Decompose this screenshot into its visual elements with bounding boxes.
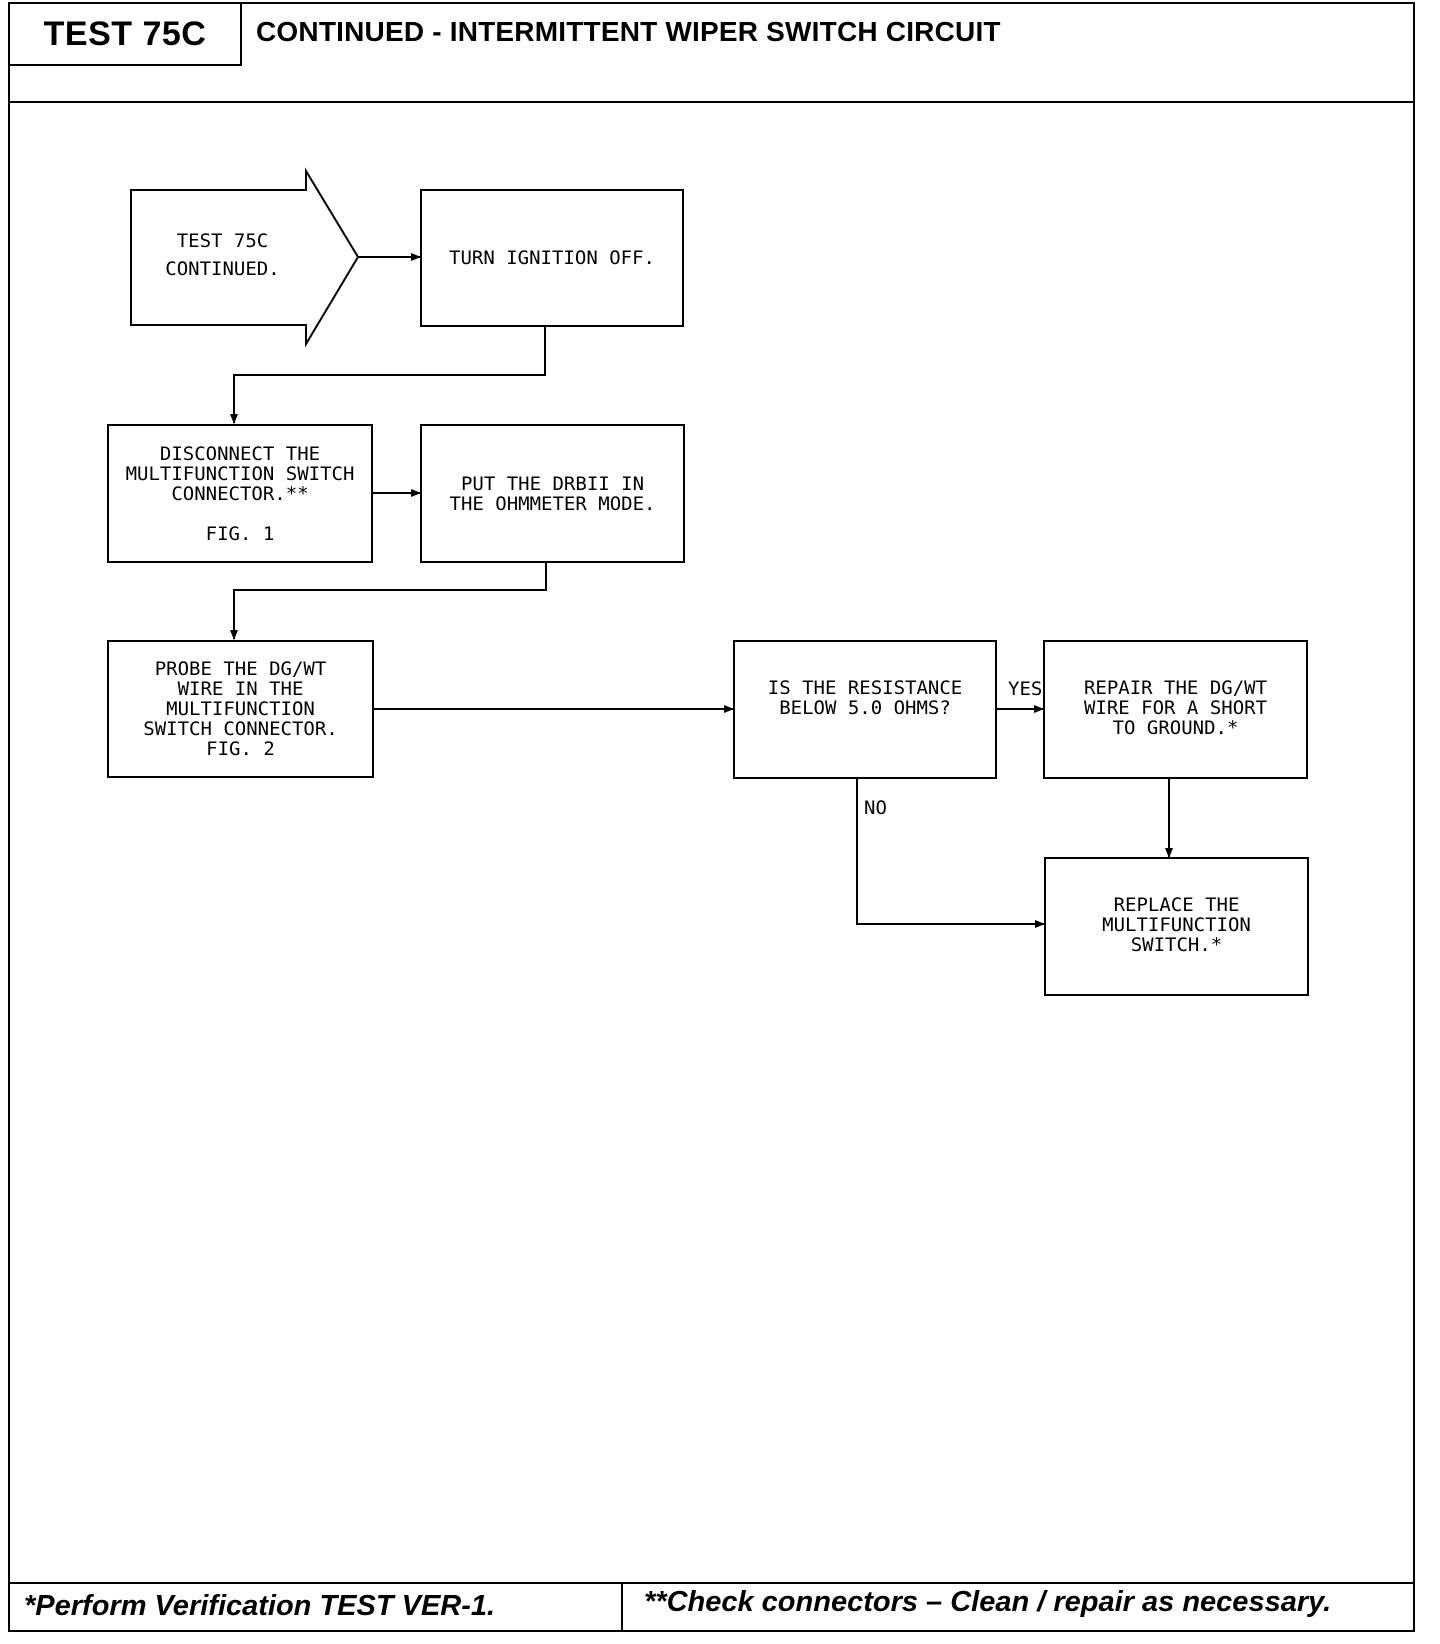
drbii-line-1: PUT THE DRBII IN xyxy=(460,472,645,495)
probe-line-3: MULTIFUNCTION xyxy=(166,698,315,720)
step-turn-ignition-off: TURN IGNITION OFF. xyxy=(420,189,684,327)
probe-fig-ref: FIG. 2 xyxy=(206,738,275,760)
start-line-2: CONTINUED. xyxy=(165,258,280,280)
step-disconnect-connector: DISCONNECT THE MULTIFUNCTION SWITCH CONN… xyxy=(107,424,373,563)
step-repair-wire: REPAIR THE DG/WT WIRE FOR A SHORT TO GRO… xyxy=(1043,640,1308,779)
connector-drbii-probe xyxy=(230,562,547,640)
drbii-line-2: THE OHMMETER MODE. xyxy=(449,492,656,515)
connector-no xyxy=(856,778,1045,928)
replace-line-3: SWITCH.* xyxy=(1130,934,1223,956)
probe-line-1: PROBE THE DG/WT xyxy=(154,658,327,680)
no-label: NO xyxy=(864,797,887,819)
step-replace-switch: REPLACE THE MULTIFUNCTION SWITCH.* xyxy=(1044,857,1309,996)
footer-column-divider xyxy=(621,1582,623,1630)
disconnect-fig-ref: FIG. 1 xyxy=(205,522,275,545)
replace-line-2: MULTIFUNCTION xyxy=(1102,914,1251,936)
disconnect-line-3: CONNECTOR.** xyxy=(171,482,309,505)
flow-start: TEST 75C CONTINUED. xyxy=(140,200,305,310)
footer-note-connectors: **Check connectors – Clean / repair as n… xyxy=(644,1586,1332,1618)
page-title: CONTINUED - INTERMITTENT WIPER SWITCH CI… xyxy=(256,16,1001,47)
repair-line-1: REPAIR THE DG/WT xyxy=(1083,677,1268,699)
question-line-2: BELOW 5.0 OHMS? xyxy=(779,697,951,719)
probe-line-2: WIRE IN THE xyxy=(177,678,304,700)
step-probe-wire: PROBE THE DG/WT WIRE IN THE MULTIFUNCTIO… xyxy=(107,640,374,778)
disconnect-line-1: DISCONNECT THE xyxy=(159,442,321,465)
page-border xyxy=(8,2,1415,1632)
step-drbii-ohmmeter: PUT THE DRBII IN THE OHMMETER MODE. xyxy=(420,424,685,563)
question-line-1: IS THE RESISTANCE xyxy=(767,677,963,699)
header-divider xyxy=(10,101,1413,103)
repair-line-2: WIRE FOR A SHORT xyxy=(1083,697,1268,719)
footer-divider xyxy=(10,1582,1413,1584)
probe-line-4: SWITCH CONNECTOR. xyxy=(143,718,338,740)
yes-label: YES xyxy=(1008,678,1043,700)
replace-line-1: REPLACE THE xyxy=(1113,894,1240,916)
start-arrow-shape xyxy=(130,167,360,348)
ignition-line-1: TURN IGNITION OFF. xyxy=(449,247,655,269)
disconnect-line-2: MULTIFUNCTION SWITCH xyxy=(125,462,355,485)
start-line-1: TEST 75C xyxy=(176,230,269,252)
connector-ignition-disconnect xyxy=(230,326,546,424)
decision-resistance: IS THE RESISTANCE BELOW 5.0 OHMS? xyxy=(733,640,997,779)
repair-line-3: TO GROUND.* xyxy=(1112,717,1239,739)
footer-note-verification: *Perform Verification TEST VER-1. xyxy=(24,1590,496,1622)
test-id: TEST 75C xyxy=(10,4,242,66)
